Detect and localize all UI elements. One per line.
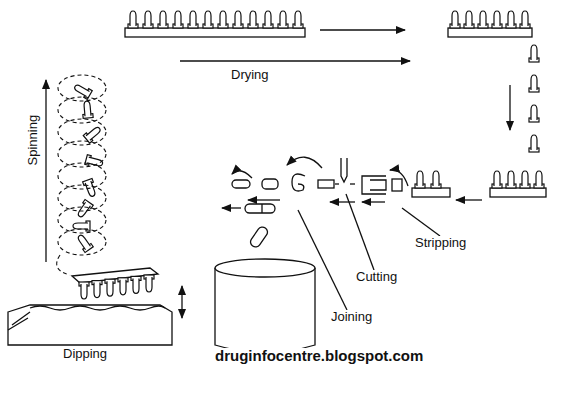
pin-bar <box>412 188 450 197</box>
mold-pin <box>75 199 93 219</box>
mold-pin <box>534 171 544 188</box>
leader-line <box>298 210 347 310</box>
dipping-solution <box>30 306 165 310</box>
pin-bar <box>490 188 546 197</box>
mold-pin <box>431 171 441 188</box>
spin-path <box>58 141 106 167</box>
mold-pin <box>529 45 539 62</box>
curved-arrow <box>232 171 252 178</box>
trim-piece <box>350 183 355 184</box>
spin-path <box>58 75 106 101</box>
falling-capsule <box>249 225 270 249</box>
mold-pin <box>248 11 258 28</box>
curved-arrow <box>292 174 305 191</box>
flow-arrow <box>362 201 385 202</box>
process-label: Cutting <box>355 270 398 284</box>
flow-arrow <box>509 85 510 130</box>
pin-bar <box>448 28 532 37</box>
mold-pin <box>203 11 213 28</box>
mold-pin <box>188 11 198 28</box>
process-label: Spinning <box>26 114 40 167</box>
mold-pin <box>506 11 516 28</box>
mold-pin <box>218 11 228 28</box>
mold-pin <box>128 11 138 28</box>
stripper-clamp <box>362 176 386 194</box>
mold-pin <box>506 171 516 188</box>
mold-pin <box>79 282 89 299</box>
mold-pin <box>492 11 502 28</box>
joined-capsule <box>245 204 275 213</box>
leader-line <box>402 208 440 236</box>
mold-pin <box>105 279 115 296</box>
spin-path <box>57 255 70 275</box>
mold-pin <box>464 11 474 28</box>
drying-arrow <box>180 60 410 61</box>
capsule-piece <box>318 180 334 188</box>
capsule-cap <box>262 179 278 189</box>
mold-pin <box>529 75 539 92</box>
flow-arrow <box>330 201 355 202</box>
mold-pin <box>520 11 530 28</box>
capsule-body <box>232 180 250 188</box>
spin-path <box>58 229 106 255</box>
watermark: druginfocentre.blogspot.com <box>214 348 424 365</box>
mold-pin <box>529 135 539 152</box>
stripped-shell <box>392 179 402 191</box>
collection-drum <box>215 259 315 277</box>
cutting-knife <box>341 158 347 182</box>
flow-arrow <box>320 29 405 30</box>
mold-pin <box>75 233 93 253</box>
mold-pin <box>143 11 153 28</box>
process-label: Dipping <box>62 347 108 361</box>
pin-bar <box>72 268 158 283</box>
process-label: Stripping <box>414 236 467 250</box>
mold-pin <box>293 11 303 28</box>
mold-pin <box>92 281 102 298</box>
mold-pin <box>450 11 460 28</box>
mold-pin <box>131 276 141 293</box>
flow-arrow <box>248 199 280 200</box>
mold-pin <box>158 11 168 28</box>
mold-pin <box>173 11 183 28</box>
mold-pin <box>73 82 93 99</box>
mold-pin <box>529 105 539 122</box>
up-down-arrow <box>181 286 182 318</box>
dipping-tank <box>8 305 172 345</box>
mold-pin <box>233 11 243 28</box>
collection-drum <box>215 268 315 353</box>
mold-pin <box>263 11 273 28</box>
spin-path <box>58 119 106 145</box>
flow-arrow <box>456 199 482 200</box>
process-label: Joining <box>330 310 373 324</box>
mold-pin <box>520 171 530 188</box>
spin-path <box>58 163 106 189</box>
spin-path <box>58 185 106 211</box>
mold-pin <box>144 275 154 292</box>
mold-pin <box>82 101 93 119</box>
mold-pin <box>278 11 288 28</box>
tank-edge <box>8 312 30 330</box>
mold-pin <box>415 171 425 188</box>
flow-arrow <box>222 207 241 208</box>
joined-capsule <box>261 204 262 213</box>
curved-arrow <box>287 157 322 168</box>
spin-path <box>58 207 106 233</box>
spin-path <box>58 97 106 123</box>
capsule-piece <box>335 183 339 184</box>
mold-pin <box>492 171 502 188</box>
mold-pin <box>478 11 488 28</box>
mold-pin <box>118 278 128 295</box>
process-label: Drying <box>230 68 270 82</box>
pin-bar <box>125 28 305 37</box>
spinning-arrow <box>45 80 46 262</box>
curved-arrow <box>390 170 408 186</box>
leader-line <box>346 194 374 270</box>
